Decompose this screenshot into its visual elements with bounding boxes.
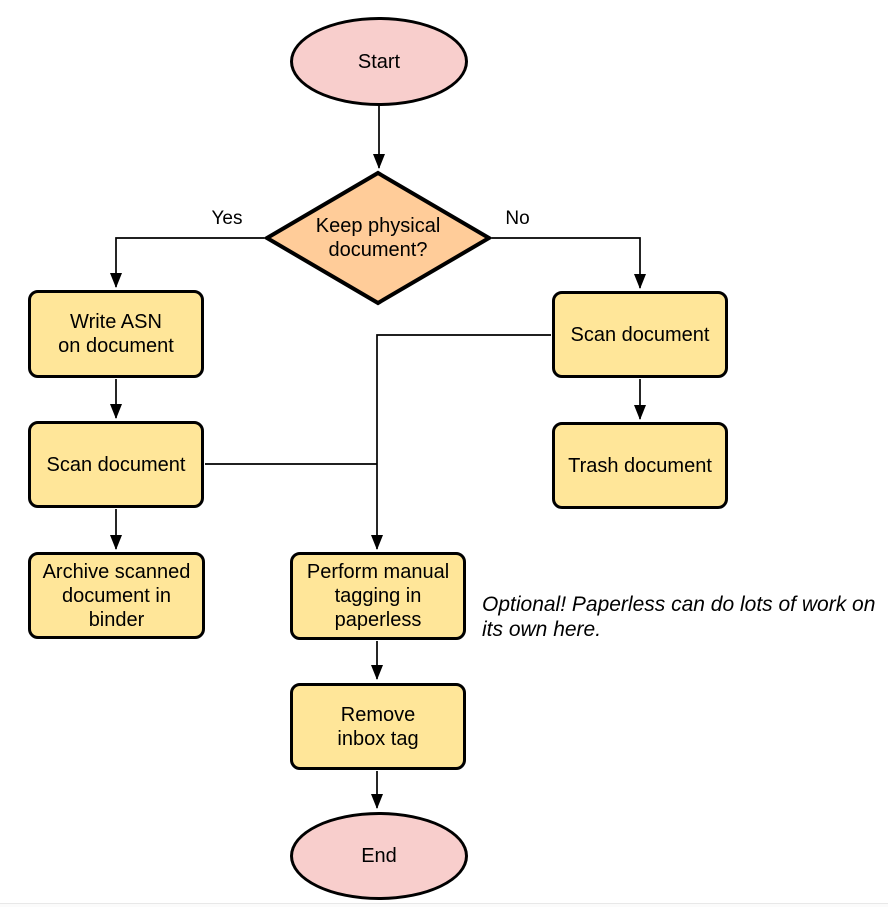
annotation-optional-note: Optional! Paperless can do lots of work … [482, 593, 876, 642]
node-remove-tag-label: Remove inbox tag [337, 703, 419, 750]
node-remove-tag: Remove inbox tag [290, 683, 466, 770]
node-scan-left-label: Scan document [46, 453, 186, 476]
node-trash: Trash document [552, 422, 728, 509]
node-trash-label: Trash document [568, 454, 712, 477]
edge-label-no: No [505, 208, 530, 229]
node-scan-right: Scan document [552, 291, 728, 378]
node-archive: Archive scanned document in binder [28, 552, 205, 639]
node-end-label: End [361, 845, 397, 867]
edge-decision-scan-right-no [492, 237, 646, 289]
node-start-label: Start [357, 50, 401, 73]
node-end: End [290, 812, 468, 900]
edge-scan-right-tagging [371, 334, 551, 550]
node-archive-label: Archive scanned document in binder [42, 560, 191, 631]
node-write-asn-label: Write ASN on document [58, 311, 174, 357]
page-bottom-edge [0, 903, 888, 907]
node-write-asn: Write ASN on document [28, 290, 204, 378]
node-decision-shape [263, 170, 493, 306]
node-tagging-label: Perform manual tagging in paperless [306, 561, 450, 631]
edge-label-yes: Yes [211, 208, 243, 229]
node-start: Start [290, 17, 468, 106]
node-tagging: Perform manual tagging in paperless [290, 552, 466, 640]
node-decision-label: Keep physical document? [315, 215, 441, 261]
node-scan-left: Scan document [28, 421, 204, 508]
edge-decision-write-asn-yes [110, 237, 264, 288]
node-scan-right-label: Scan document [570, 323, 710, 346]
